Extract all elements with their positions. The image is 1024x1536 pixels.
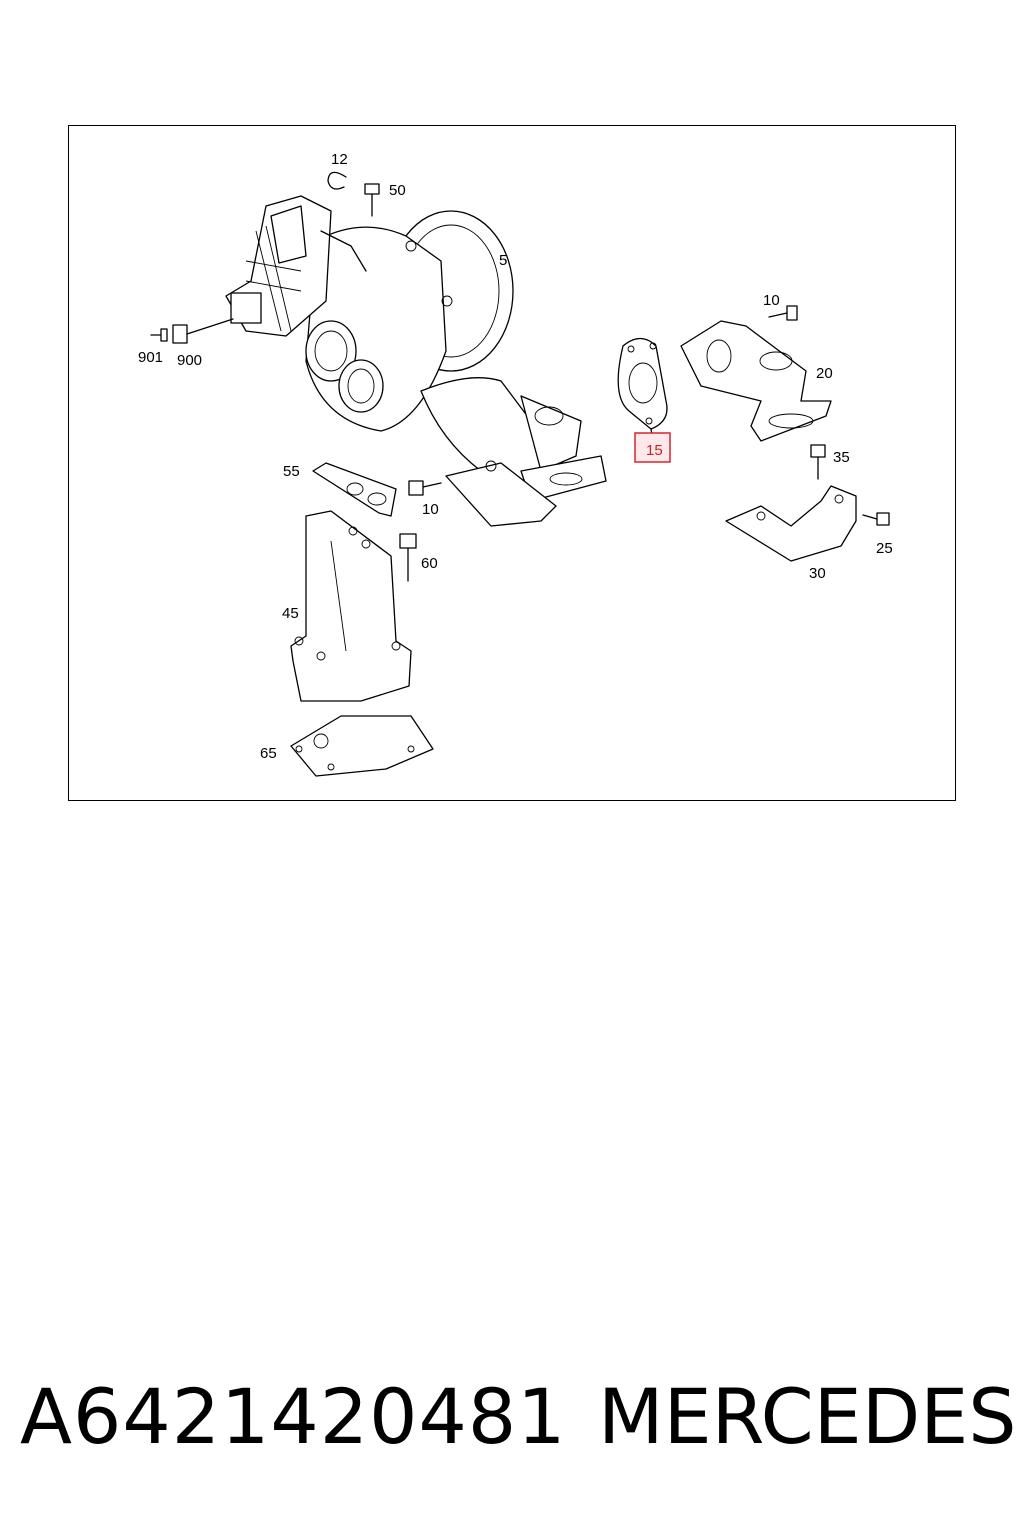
callout-5: 5 [499, 252, 507, 269]
screw-10-upper-part[interactable] [768, 305, 798, 321]
callout-15[interactable]: 15 [646, 442, 663, 459]
callout-12: 12 [331, 151, 348, 168]
gasket-15-part[interactable] [617, 337, 668, 442]
callout-15-highlight [634, 432, 671, 463]
callout-900: 900 [177, 352, 202, 369]
support-bracket-45-part[interactable] [290, 510, 412, 702]
part-number: A6421420481 [20, 1372, 567, 1461]
screw-50-part[interactable] [364, 183, 380, 217]
clip-part[interactable] [327, 171, 347, 190]
callout-30: 30 [809, 565, 826, 582]
diagram-frame: 12 50 5 901 900 10 20 15 35 55 10 60 25 … [68, 125, 956, 801]
screw-25-part[interactable] [862, 512, 890, 526]
gasket-55-part[interactable] [312, 462, 397, 517]
screw-35-part[interactable] [810, 444, 826, 480]
callout-20: 20 [816, 365, 833, 382]
screw-60-part[interactable] [399, 533, 417, 582]
callout-35: 35 [833, 449, 850, 466]
elbow-20-part[interactable] [680, 320, 832, 442]
callout-10-lower: 10 [422, 501, 439, 518]
callout-10-upper: 10 [763, 292, 780, 309]
callout-25: 25 [876, 540, 893, 557]
connector-901-part[interactable] [150, 328, 168, 342]
connector-900-part[interactable] [172, 318, 234, 344]
screw-10-lower-part[interactable] [408, 480, 442, 496]
bracket-30-part[interactable] [725, 485, 857, 562]
callout-55: 55 [283, 463, 300, 480]
callout-60: 60 [421, 555, 438, 572]
callout-45: 45 [282, 605, 299, 622]
turbocharger-part[interactable] [305, 210, 607, 527]
callout-50: 50 [389, 182, 406, 199]
callout-901: 901 [138, 349, 163, 366]
gasket-65-part[interactable] [290, 715, 434, 777]
brand-name: MERCEDES [598, 1372, 1017, 1461]
actuator-part[interactable] [225, 195, 367, 337]
exploded-parts-diagram: 12 50 5 901 900 10 20 15 35 55 10 60 25 … [138, 151, 893, 777]
callout-65: 65 [260, 745, 277, 762]
